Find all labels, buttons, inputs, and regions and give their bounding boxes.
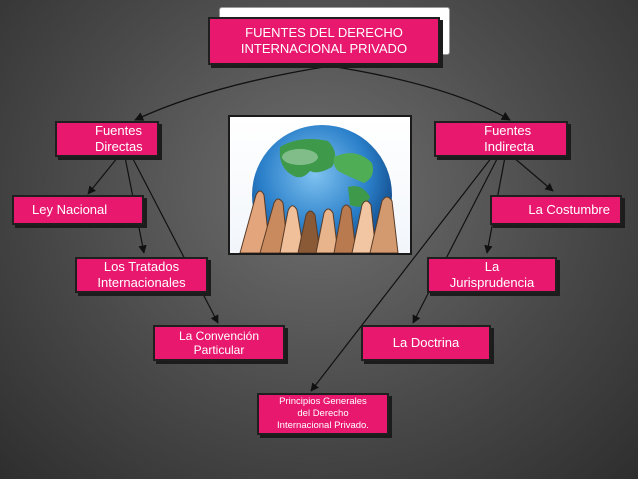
node-la-jurisprudencia: La Jurisprudencia xyxy=(427,257,557,293)
node-los-tratados: Los Tratados Internacionales xyxy=(75,257,208,293)
node-fuentes-directas: Fuentes Directas xyxy=(55,121,159,157)
edge-indirecta-to-costumbre xyxy=(512,156,554,192)
node-principios-generales: Principios Generales del Derecho Interna… xyxy=(257,393,389,435)
edge-title-to-directas xyxy=(134,65,331,121)
diagram-title: FUENTES DEL DERECHO INTERNACIONAL PRIVAD… xyxy=(208,17,440,65)
node-la-costumbre: La Costumbre xyxy=(490,195,622,225)
globe-with-hands-icon xyxy=(228,115,412,255)
node-la-doctrina: La Doctrina xyxy=(361,325,491,361)
globe-illustration xyxy=(239,125,399,253)
edge-directas-to-ley-nacional xyxy=(87,156,119,195)
node-fuentes-indirecta: Fuentes Indirecta xyxy=(434,121,568,157)
node-ley-nacional: Ley Nacional xyxy=(12,195,144,225)
edge-indirecta-to-doctrina xyxy=(412,156,499,324)
edge-title-to-indirecta xyxy=(329,65,511,121)
edge-indirecta-to-principios xyxy=(310,156,493,392)
node-la-convencion: La Convención Particular xyxy=(153,325,285,361)
edge-directas-to-convencion xyxy=(131,156,219,324)
